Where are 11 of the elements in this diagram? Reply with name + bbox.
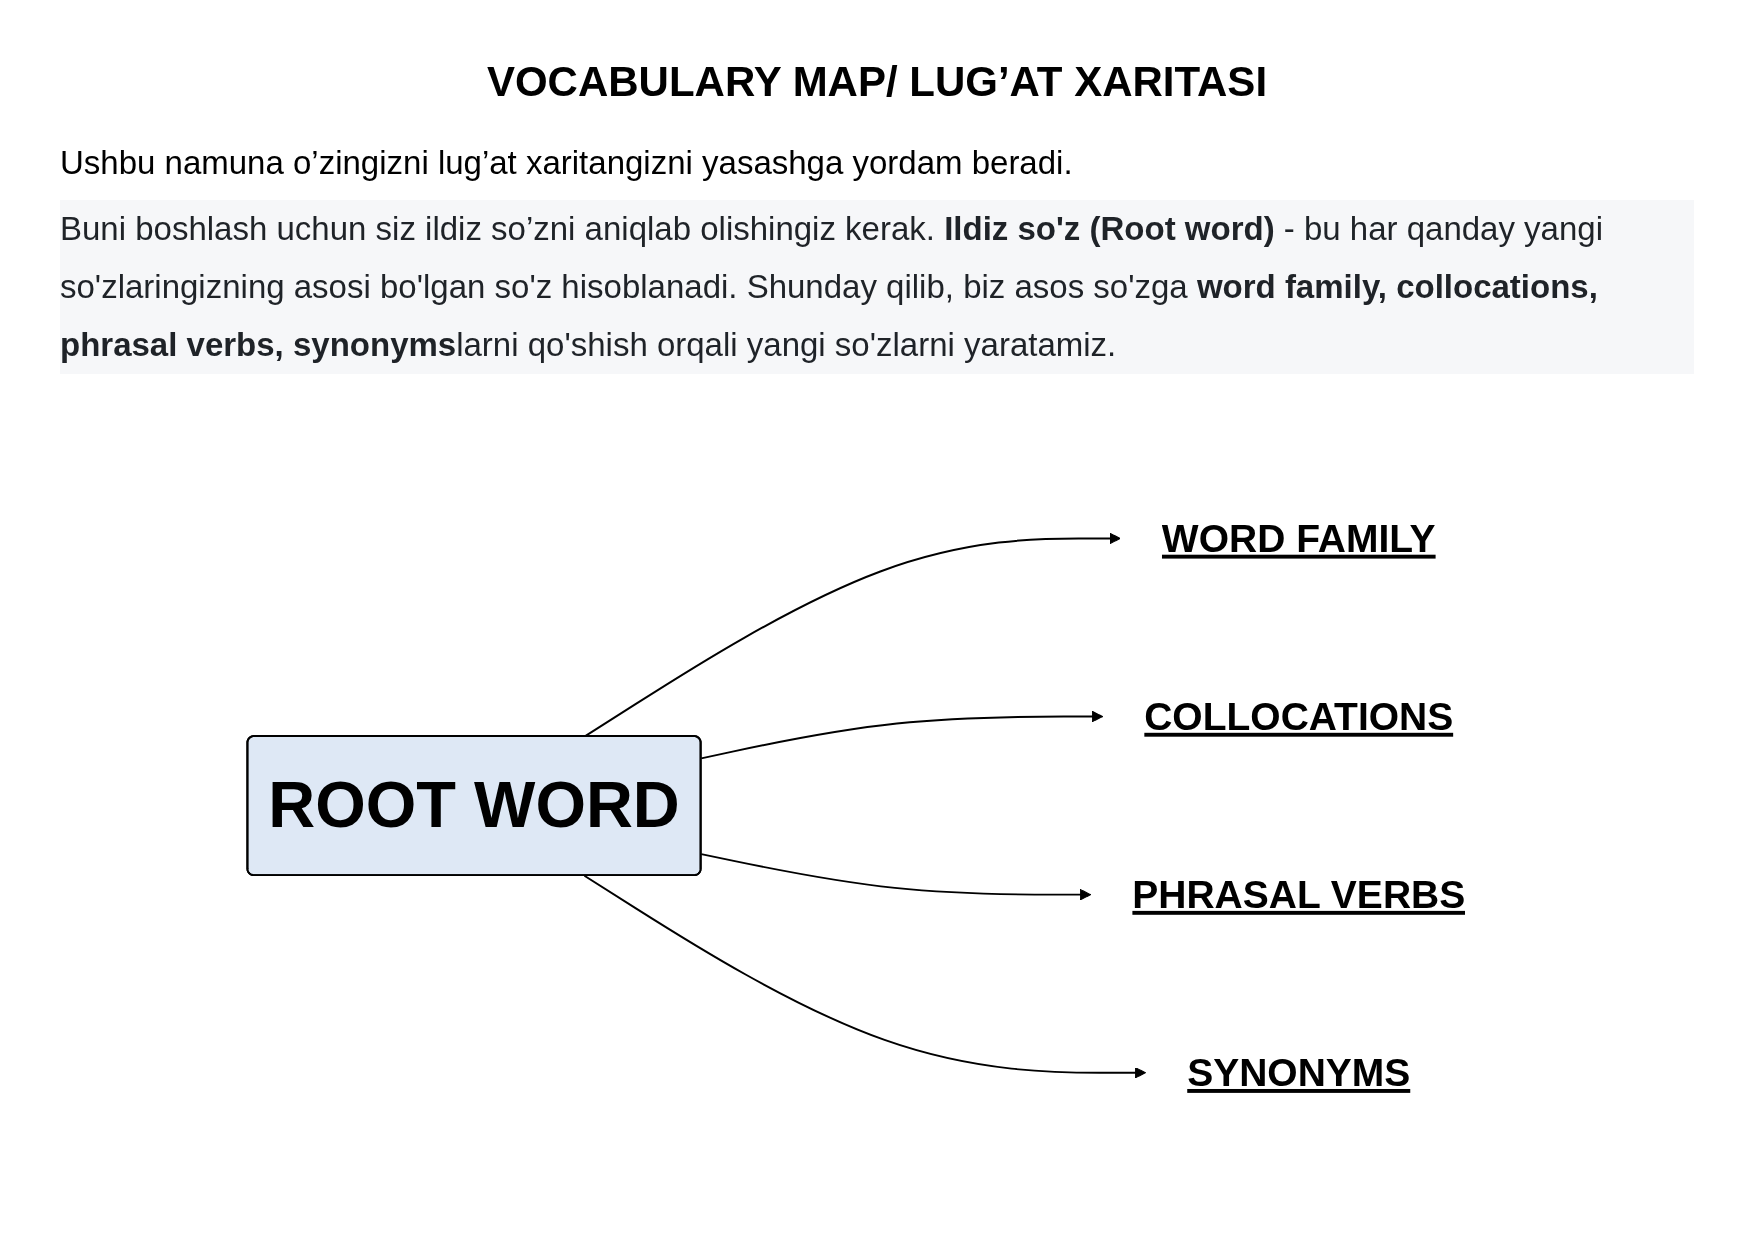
category-label: SYNONYMS: [1187, 1051, 1411, 1095]
category-label: WORD FAMILY: [1161, 517, 1436, 561]
arrow: [700, 853, 1091, 901]
category-label: PHRASAL VERBS: [1132, 873, 1466, 917]
arrow: [700, 711, 1103, 760]
category-label: COLLOCATIONS: [1144, 695, 1454, 739]
concept-box: ROOT WORD: [246, 735, 702, 877]
arrow: [583, 875, 1146, 1079]
paragraph: Buni boshlash uchun siz ildiz so’zni aniqlab olishingiz kerak. Ildiz so'z (Root word) - bu har qanday yangi so'zlaringizning asosi bo'lgan so'z hisoblanadi. Shunday qilib, biz asos so'zga word family, collocations, phrasal verbs, synonymslarni qo'shish orqali yangi so'zlarni yaratamiz.: [60, 200, 1694, 374]
paragraph: Ushbu namuna o’zingizni lug’at xaritangizni yasashga yordam beradi.: [60, 143, 1074, 183]
title: VOCABULARY MAP/ LUG’AT XARITASI: [485, 58, 1269, 106]
